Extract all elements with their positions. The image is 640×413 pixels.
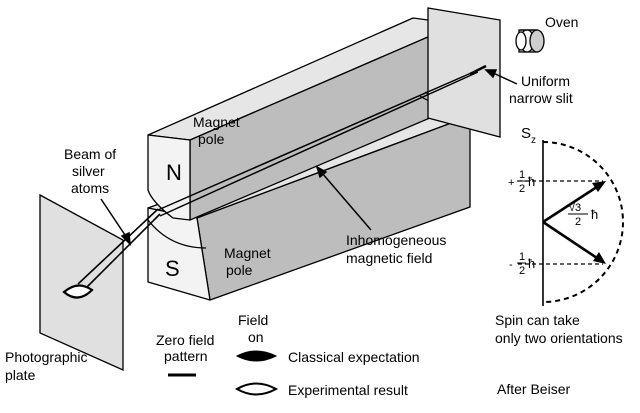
magnet-pole-bottom-label-line1: Magnet [224,245,271,261]
oven-label: Oven [545,14,578,30]
credit-label: After Beiser [497,381,570,397]
classical-pattern-icon [235,350,278,362]
magnet-pole-top-label-line2: pole [198,131,225,147]
minus-sign: - [509,259,513,271]
inhomogeneous-label-line2: magnetic field [346,250,432,266]
atom-beam [77,69,479,291]
north-pole-label: N [166,160,182,185]
experimental-pattern-icon [235,382,279,396]
magnet-pole-bottom-label-line2: pole [226,262,253,278]
spin-circle [542,141,624,303]
beam-pointer-arrow [100,198,131,246]
field-pointer-arrow [315,165,372,231]
spin-down-arrow [593,252,606,264]
beam-label-line2: silver [72,163,105,179]
sz-axis-label: S [521,125,531,142]
magnet-pole-top-label-line1: Magnet [193,114,240,130]
minus-hbar: ħ [528,256,535,271]
beam-label-line1: Beam of [64,146,116,162]
sz-axis-subscript: z [531,135,536,146]
field-on-label-line1: Field [238,312,268,328]
slit-label-line1: Uniform [521,73,570,89]
plate-label-line2: plate [5,367,36,383]
magnitude-sqrt3: √3 [569,202,581,214]
plus-half-numerator: 1 [519,169,525,181]
plate-pattern-icon [62,284,94,299]
zero-field-label-line2: pattern [164,348,208,364]
oven-icon [515,29,545,53]
slit-label-line2: narrow slit [509,90,573,106]
field-on-label-line2: on [248,329,264,345]
plus-sign: + [508,177,514,189]
spin-caption-line1: Spin can take [495,312,580,328]
minus-half-numerator: 1 [519,251,525,263]
plus-hbar: ħ [528,174,535,189]
spin-up-arrow [592,181,606,192]
slit-pointer-arrow [484,69,518,85]
south-pole-label: S [165,256,180,281]
plus-half-denominator: 2 [519,183,525,195]
magnitude-hbar: ħ [591,207,598,222]
plate-label-line1: Photographic [5,349,88,365]
zero-field-label-line1: Zero field [156,332,214,348]
photographic-plate [39,193,124,372]
beam-label-line3: atoms [71,180,109,196]
spin-diagram: S z + 1 2 ħ - 1 2 ħ √3 2 ħ Spin can take… [495,125,624,346]
inhomogeneous-label-line1: Inhomogeneous [346,232,446,248]
spin-caption-line2: only two orientations [495,330,623,346]
experimental-result-label: Experimental result [288,382,408,398]
minus-half-denominator: 2 [519,265,525,277]
classical-expectation-label: Classical expectation [288,349,420,365]
magnitude-denominator: 2 [575,216,581,228]
